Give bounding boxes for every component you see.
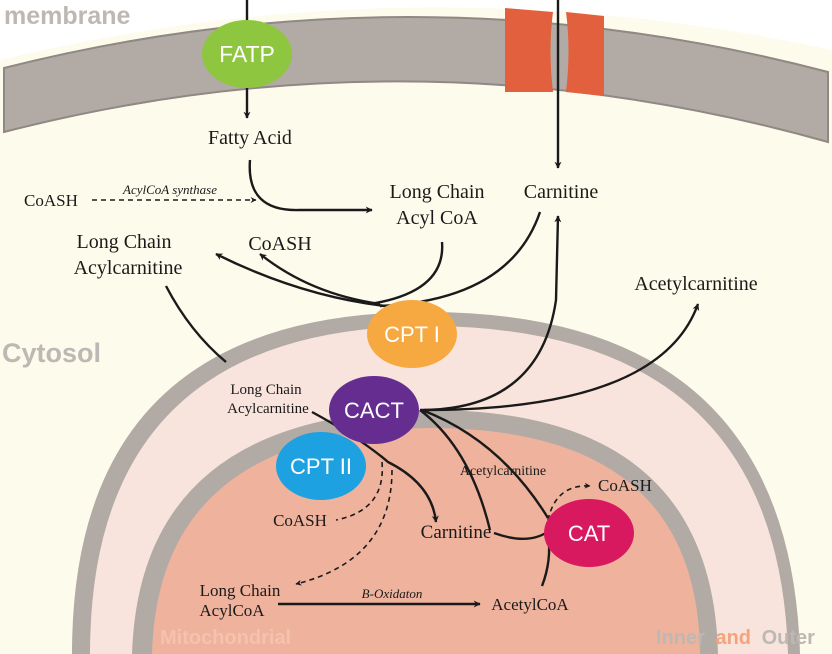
label-lc-acylcarnitine-1: Long Chain [77,231,172,253]
label-acetylcarnitine-out: Acetylcarnitine [634,273,757,295]
membrane-channel-left [505,8,553,92]
label-coash-cpt2: CoASH [273,511,327,530]
arrow-fa-to-acylcoa [248,159,373,214]
protein-cact[interactable]: CACT [329,376,419,444]
arrow-cat-to-coash [547,482,591,521]
arrow-acylcoa-to-cpt1 [369,241,444,306]
label-acetylcoa: AcetylCoA [491,595,569,614]
label-lc-acylcarnitine-2: Acylcarnitine [74,257,183,279]
label-acetylcarnitine-inner: Acetylcarnitine [460,464,546,479]
metabolite-labels: Fatty Acid CoASH AcylCoA synthase Long C… [24,127,758,620]
cat-label: CAT [568,521,610,546]
label-inner: Inner [656,627,705,649]
label-matrix-lc-2: AcylCoA [199,601,265,620]
arrow-cact-to-carnitine [419,215,562,412]
protein-fatp[interactable]: FATP [202,20,292,88]
membrane-channel-right [566,12,604,96]
protein-cpt2[interactable]: CPT II [276,432,366,500]
extracellular-region [0,0,832,60]
arrow-lcacylcarnitine-down [164,285,227,363]
arrow-cpt1-to-coash [259,253,381,306]
label-coash-left: CoASH [24,191,78,210]
cpt2-label: CPT II [290,454,352,479]
label-outer: Outer [762,627,816,649]
dashed-arrows [92,197,591,586]
label-and: and [715,627,751,649]
label-lc-acylcoa-1: Long Chain [390,181,485,203]
label-fatty-acid: Fatty Acid [208,127,292,149]
label-lc-acylcoa-2: Acyl CoA [396,207,478,229]
arrow-cpt1-to-lcacylcarnitine [215,252,386,308]
label-membrane: membrane [4,2,131,30]
label-cytosol: Cytosol [2,338,101,368]
label-acylcoa-synthase: AcylCoA synthase [122,182,217,197]
label-coash-cat: CoASH [598,476,652,495]
arrow-cact-to-acetylcarnitine [423,303,700,412]
fatp-label: FATP [219,41,275,67]
label-inner-outer: Inner and Outer [656,627,815,649]
arrow-carnitine-to-cact [419,409,492,531]
label-carnitine-matrix: Carnitine [421,522,492,543]
arrow-acetylcarnitine-to-cact [421,408,550,519]
protein-cpt1[interactable]: CPT I [367,300,457,368]
label-matrix-lc-1: Long Chain [200,581,281,600]
cpt1-label: CPT I [384,322,440,347]
protein-cat[interactable]: CAT [544,499,634,567]
arrow-cpt2-to-longchain [295,469,393,586]
pathway-arrows [164,0,700,608]
label-ims-acylcarnitine-1: Long Chain [230,382,302,398]
arrow-cpt2-to-coash [335,461,384,521]
label-b-oxidation: B-Oxidaton [362,586,423,601]
label-ims-acylcarnitine-2: Acylcarnitine [227,401,309,417]
cact-label: CACT [344,398,404,423]
label-coash-mid: CoASH [248,233,311,255]
label-carnitine-top: Carnitine [524,181,599,203]
label-mitochondrial: Mitochondrial [160,627,291,649]
